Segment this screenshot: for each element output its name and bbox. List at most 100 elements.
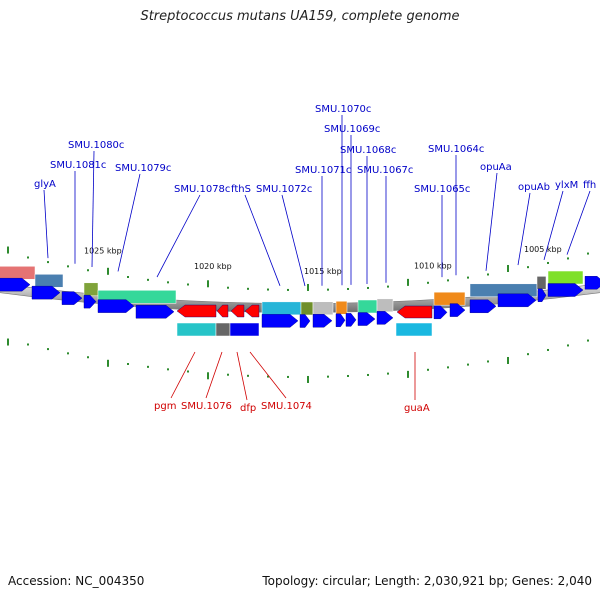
tick-mark (107, 359, 109, 367)
tick-mark (127, 362, 129, 365)
feature-box (536, 276, 547, 290)
leader-line (543, 190, 564, 260)
feature-box (376, 298, 394, 313)
leader-line (205, 351, 223, 399)
gene-arrow (244, 304, 260, 318)
gene-arrow (469, 299, 497, 313)
gene-label-smu-1071c: SMU.1071c (295, 165, 351, 176)
tick-marks (7, 246, 589, 383)
gene-arrow (584, 276, 600, 290)
gene-arrow (97, 299, 135, 313)
leader-line (281, 194, 306, 287)
tick-mark (7, 246, 9, 254)
tick-mark (147, 278, 149, 281)
tick-mark (367, 373, 369, 376)
gene-label-ylxm: ylxM (555, 180, 578, 191)
gene-arrow (312, 314, 333, 328)
feature-box (547, 270, 584, 285)
gene-label-smu-1078c: SMU.1078c (174, 184, 230, 195)
gene-arrow (83, 294, 97, 309)
leader-line (236, 351, 248, 401)
leader-line (156, 194, 201, 278)
feature-box (0, 266, 36, 280)
tick-mark (507, 356, 509, 364)
tick-mark (587, 252, 589, 255)
tick-mark (347, 287, 349, 290)
gene-arrow (433, 305, 448, 320)
feature-box (312, 301, 334, 316)
tick-mark (227, 373, 229, 376)
tick-mark (107, 267, 109, 275)
leader-line (244, 194, 281, 286)
scale-label: 1005 kbp (524, 245, 562, 254)
gene-label-fths: fthS (231, 184, 251, 195)
tick-mark (127, 275, 129, 278)
gene-arrow (135, 305, 175, 319)
gene-arrow (61, 291, 83, 305)
feature-box (357, 299, 378, 314)
tick-mark (67, 352, 69, 355)
feature-box (300, 301, 314, 316)
tick-mark (427, 281, 429, 284)
gene-label-opuaa: opuAa (480, 162, 512, 173)
feature-box (176, 322, 217, 337)
tick-mark (547, 261, 549, 264)
tick-mark (347, 374, 349, 377)
gene-label-ffh: ffh (583, 180, 596, 191)
gene-label-dfp: dfp (240, 403, 256, 414)
tick-mark (87, 356, 89, 359)
scale-label: 1015 kbp (304, 267, 342, 276)
tick-mark (47, 261, 49, 264)
tick-mark (527, 266, 529, 269)
tick-mark (327, 288, 329, 291)
gene-arrow (376, 311, 394, 325)
gene-arrow (216, 304, 229, 318)
tick-mark (287, 288, 289, 291)
gene-arrow (335, 313, 346, 327)
leader-line (170, 351, 196, 399)
leader-line (91, 150, 95, 267)
tick-mark (47, 348, 49, 351)
feature-box (261, 301, 302, 316)
tick-mark (227, 286, 229, 289)
tick-mark (487, 273, 489, 276)
tick-mark (167, 281, 169, 284)
genome-summary-text: Topology: circular; Length: 2,030,921 bp… (262, 574, 592, 588)
leader-line (43, 189, 49, 259)
gene-label-smu-1072c: SMU.1072c (256, 184, 312, 195)
gene-arrow (357, 312, 376, 326)
tick-mark (387, 372, 389, 375)
feature-box (229, 322, 260, 337)
scale-label: 1025 kbp (84, 246, 122, 255)
tick-mark (447, 279, 449, 282)
gene-label-smu-1065c: SMU.1065c (414, 184, 470, 195)
gene-arrow (31, 285, 61, 300)
tick-mark (247, 374, 249, 377)
tick-mark (507, 264, 509, 272)
tick-mark (7, 338, 9, 346)
gene-label-glya: glyA (34, 179, 56, 190)
accession-text: Accession: NC_004350 (8, 574, 145, 588)
tick-mark (367, 286, 369, 289)
gene-label-smu-1081c: SMU.1081c (50, 160, 106, 171)
tick-mark (407, 278, 409, 286)
feature-box (34, 274, 64, 288)
tick-mark (447, 366, 449, 369)
gene-label-smu-1067c: SMU.1067c (357, 165, 413, 176)
gene-label-smu-1068c: SMU.1068c (340, 145, 396, 156)
feature-box (335, 300, 348, 315)
gene-label-smu-1079c: SMU.1079c (115, 163, 171, 174)
leader-line (566, 190, 591, 255)
gene-label-smu-1064c: SMU.1064c (428, 144, 484, 155)
tick-mark (207, 280, 209, 288)
tick-mark (567, 257, 569, 260)
feature-box (215, 322, 231, 337)
gene-arrow (547, 283, 584, 297)
tick-mark (307, 375, 309, 383)
gene-arrow (449, 303, 466, 317)
tick-mark (267, 288, 269, 291)
tick-mark (207, 372, 209, 380)
gene-arrow (537, 288, 547, 302)
